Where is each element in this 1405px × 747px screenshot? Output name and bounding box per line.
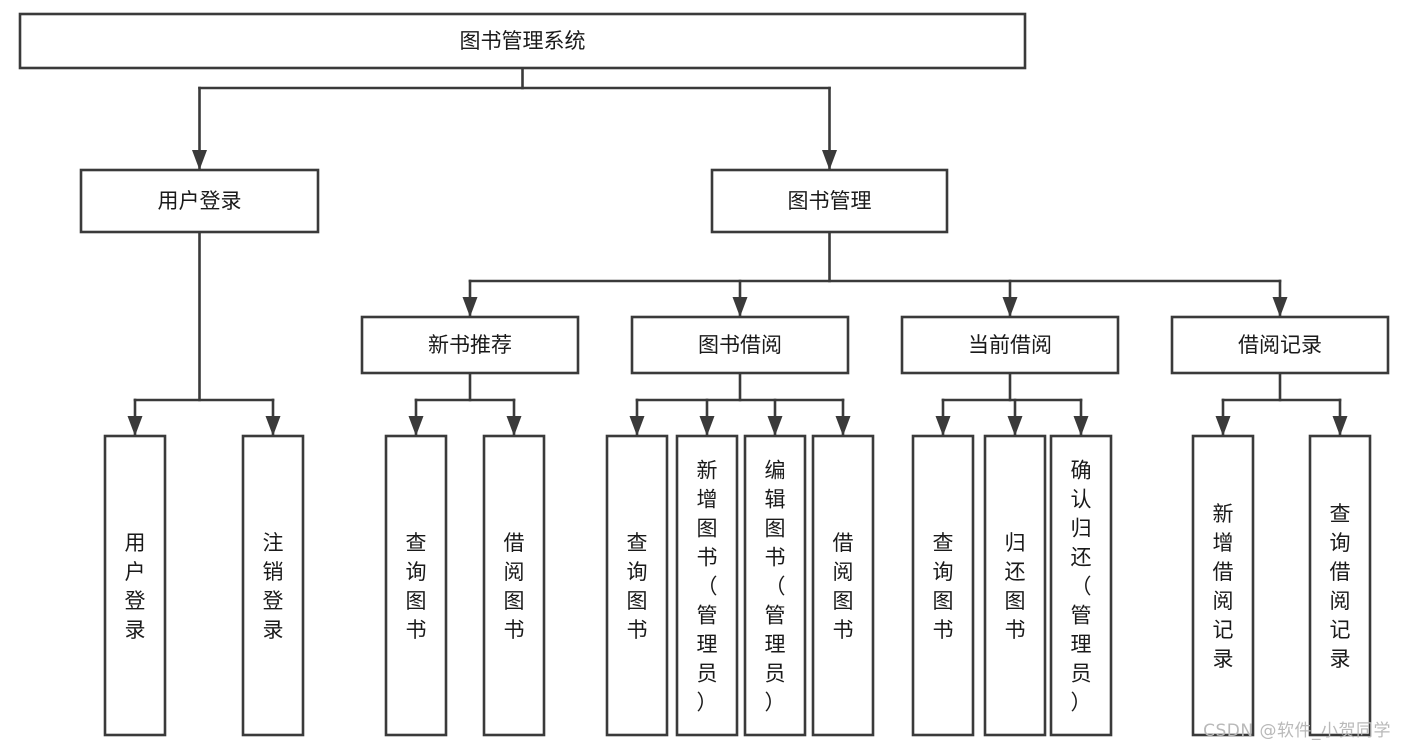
node-label: 注销登录 (263, 531, 284, 642)
node-leaf-query-book-cur[interactable]: 查询图书 (911, 434, 975, 737)
arrow-head-icon (835, 416, 851, 436)
node-label: 归还图书 (1005, 531, 1026, 642)
node-label: 查询借阅记录 (1330, 502, 1351, 671)
node-label: 用户登录 (125, 531, 146, 642)
node-box (743, 434, 807, 737)
node-label: 图书管理系统 (460, 29, 586, 53)
arrow-head-icon (1002, 297, 1018, 317)
arrow-head-icon (699, 416, 715, 436)
node-user-login[interactable]: 用户登录 (79, 168, 320, 234)
node-box (710, 168, 949, 234)
node-box (241, 434, 305, 737)
node-box (911, 434, 975, 737)
node-box (811, 434, 875, 737)
node-box (482, 434, 546, 737)
node-leaf-return-book[interactable]: 归还图书 (983, 434, 1047, 737)
node-leaf-add-record[interactable]: 新增借阅记录 (1191, 434, 1255, 737)
node-new-book-recommend[interactable]: 新书推荐 (360, 315, 580, 375)
arrow-head-icon (822, 150, 837, 170)
node-box (630, 315, 850, 375)
node-box (1170, 315, 1390, 375)
node-label: 查询图书 (406, 531, 427, 642)
node-leaf-borrow-book-rec[interactable]: 借阅图书 (482, 434, 546, 737)
node-leaf-logout[interactable]: 注销登录 (241, 434, 305, 737)
node-box (103, 434, 167, 737)
node-label: 图书管理 (788, 189, 872, 213)
node-label: 新增图书（管理员） (697, 459, 718, 715)
node-box (79, 168, 320, 234)
arrow-head-icon (1272, 297, 1288, 317)
node-label: 借阅记录 (1238, 333, 1322, 357)
node-leaf-user-login[interactable]: 用户登录 (103, 434, 167, 737)
node-current-borrow[interactable]: 当前借阅 (900, 315, 1120, 375)
node-leaf-query-book[interactable]: 查询图书 (605, 434, 669, 737)
arrow-head-icon (935, 416, 951, 436)
arrow-head-icon (408, 416, 424, 436)
node-label: 查询图书 (933, 531, 954, 642)
node-label: 查询图书 (627, 531, 648, 642)
arrow-head-icon (127, 416, 143, 436)
arrow-head-icon (1332, 416, 1348, 436)
arrow-head-icon (192, 150, 207, 170)
node-leaf-borrow-book[interactable]: 借阅图书 (811, 434, 875, 737)
node-box (360, 315, 580, 375)
arrow-head-icon (732, 297, 748, 317)
arrow-head-icon (767, 416, 783, 436)
arrow-head-icon (1215, 416, 1231, 436)
arrow-head-icon (506, 416, 522, 436)
node-box (983, 434, 1047, 737)
arrow-head-icon (629, 416, 645, 436)
node-label: 借阅图书 (833, 531, 854, 642)
node-label: 编辑图书（管理员） (765, 459, 786, 715)
node-leaf-add-book[interactable]: 新增图书（管理员） (675, 434, 739, 737)
node-box (18, 12, 1027, 70)
node-book-borrow[interactable]: 图书借阅 (630, 315, 850, 375)
arrow-head-icon (462, 297, 478, 317)
node-leaf-edit-book[interactable]: 编辑图书（管理员） (743, 434, 807, 737)
arrow-head-icon (1073, 416, 1089, 436)
node-label: 借阅图书 (504, 531, 525, 642)
node-box (605, 434, 669, 737)
node-box (675, 434, 739, 737)
node-box (384, 434, 448, 737)
node-box (1308, 434, 1372, 737)
node-label: 新增借阅记录 (1213, 502, 1234, 671)
node-root[interactable]: 图书管理系统 (18, 12, 1027, 70)
node-box (1049, 434, 1113, 737)
arrow-head-icon (1007, 416, 1023, 436)
node-layer: 图书管理系统用户登录图书管理新书推荐图书借阅当前借阅借阅记录用户登录注销登录查询… (18, 12, 1390, 737)
node-label: 用户登录 (158, 189, 242, 213)
node-box (1191, 434, 1255, 737)
node-label: 确认归还（管理员） (1071, 459, 1092, 715)
node-leaf-confirm-return[interactable]: 确认归还（管理员） (1049, 434, 1113, 737)
node-leaf-query-book-rec[interactable]: 查询图书 (384, 434, 448, 737)
node-box (900, 315, 1120, 375)
node-label: 当前借阅 (968, 333, 1052, 357)
node-leaf-query-record[interactable]: 查询借阅记录 (1308, 434, 1372, 737)
node-label: 新书推荐 (428, 333, 512, 357)
arrow-head-icon (265, 416, 281, 436)
node-label: 图书借阅 (698, 333, 782, 357)
node-book-manage[interactable]: 图书管理 (710, 168, 949, 234)
edge-layer (127, 66, 1348, 438)
node-borrow-record[interactable]: 借阅记录 (1170, 315, 1390, 375)
